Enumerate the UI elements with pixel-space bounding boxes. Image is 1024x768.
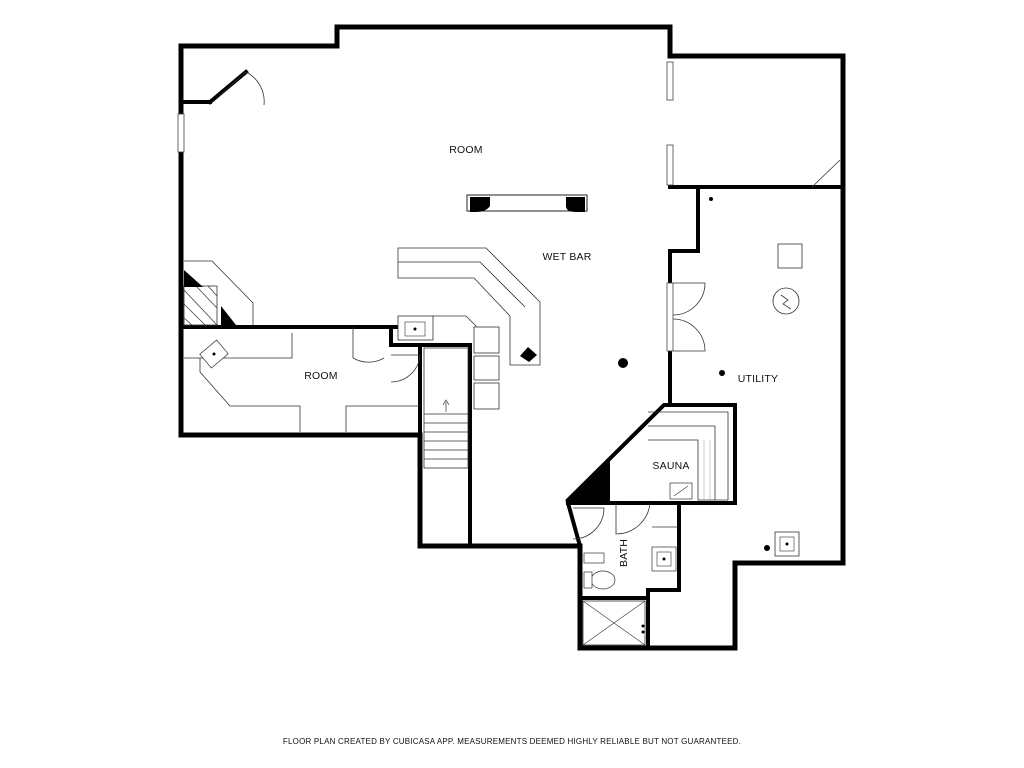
- sauna-benches: [570, 411, 729, 503]
- utility-fixtures: [618, 197, 803, 557]
- left-room-counter: [184, 333, 420, 432]
- label-room-main: ROOM: [449, 144, 482, 156]
- label-sauna: SAUNA: [652, 460, 689, 472]
- bath-fixtures: [582, 526, 677, 646]
- label-room-left: ROOM: [304, 370, 337, 382]
- doors: [219, 71, 841, 540]
- label-wet-bar: WET BAR: [542, 251, 591, 263]
- interior-walls: [179, 69, 845, 650]
- windows: [177, 61, 674, 352]
- media-console: [466, 194, 588, 212]
- footer-disclaimer: FLOOR PLAN CREATED BY CUBICASA APP. MEAS…: [282, 737, 742, 746]
- stairs: [423, 347, 469, 469]
- label-utility: UTILITY: [738, 373, 779, 385]
- label-bath: BATH: [618, 539, 630, 567]
- fireplace: [183, 260, 254, 326]
- outer-wall: [178, 24, 846, 651]
- bar-counter: [397, 247, 541, 410]
